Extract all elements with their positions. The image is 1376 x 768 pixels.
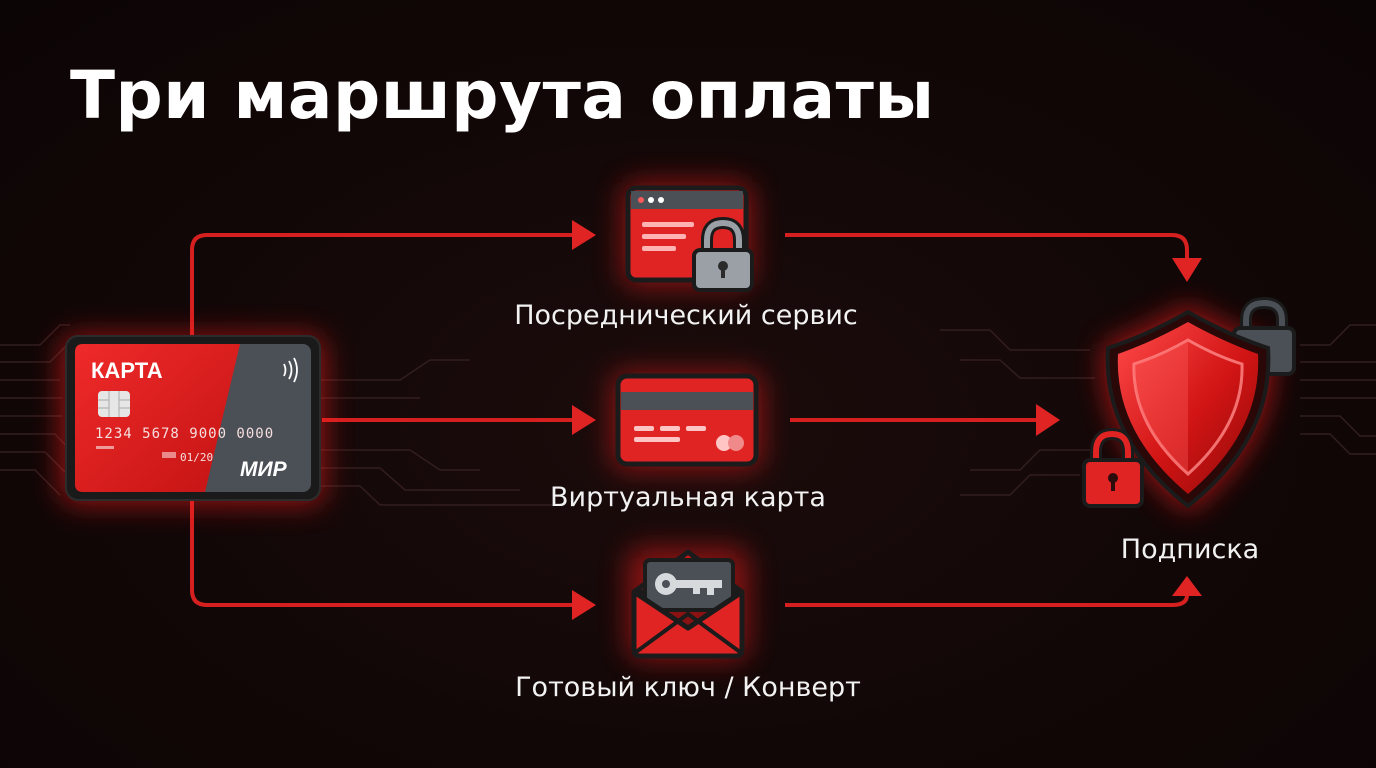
arrow-envelope-to-subscription — [785, 590, 1189, 607]
arrow-head-icon — [572, 590, 596, 620]
arrow-heads — [572, 220, 1202, 620]
arrow-card-to-envelope — [190, 498, 578, 607]
card-small-text-bar — [96, 446, 114, 449]
key-envelope-icon — [628, 548, 748, 660]
key-icon — [655, 573, 722, 595]
arrow-head-icon — [572, 220, 596, 250]
arrow-head-icon — [572, 405, 596, 435]
arrow-service-to-subscription — [785, 233, 1189, 262]
route-label-virtual-card: Виртуальная карта — [550, 482, 826, 513]
chip-icon — [98, 391, 130, 417]
card-number: 1234 5678 9000 0000 — [95, 426, 274, 442]
arrow-head-icon — [1172, 258, 1202, 282]
card-label: КАРТА — [91, 358, 163, 383]
arrow-head-icon — [1172, 576, 1202, 596]
route-label-key-envelope: Готовый ключ / Конверт — [515, 672, 861, 703]
virtual-card-icon — [612, 372, 762, 470]
circuit-traces-left — [0, 324, 560, 506]
locked-browser-window-icon — [622, 182, 754, 292]
circuit-traces-right — [940, 324, 1376, 496]
route-label-service: Посреднический сервис — [514, 300, 858, 331]
padlock-icon — [692, 216, 754, 292]
card-brand-logo: МИР — [240, 458, 288, 481]
arrow-card-to-service — [190, 233, 578, 337]
source-card: КАРТА 1234 5678 9000 0000 01/20 МИР — [60, 335, 325, 505]
destination-label: Подписка — [1120, 534, 1260, 565]
contactless-icon — [283, 357, 298, 383]
card-valid-thru-mark — [162, 452, 176, 458]
arrow-head-icon — [1036, 404, 1060, 436]
page-title: Три маршрута оплаты — [70, 57, 935, 134]
card-expiry: 01/20 — [180, 451, 213, 464]
shield-lock-icon — [1082, 296, 1296, 512]
padlock-icon — [1082, 427, 1144, 508]
